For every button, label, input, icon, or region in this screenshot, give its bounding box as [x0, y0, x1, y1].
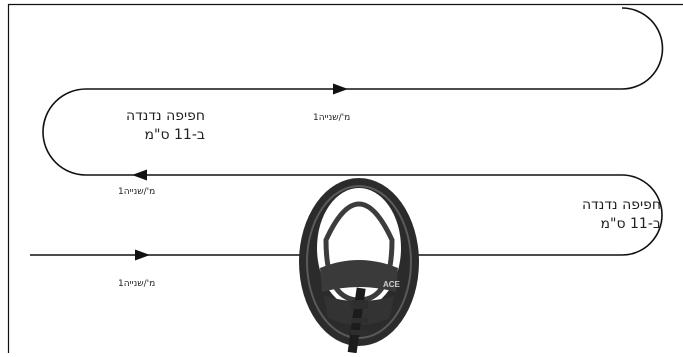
metal-detector-image: ACE	[299, 178, 419, 354]
upper-overlap-label: חפיפה נדנדה ב-11 ס"מ	[126, 107, 205, 145]
shaft-ring-1	[351, 318, 368, 323]
upper-overlap-line2: ב-11 ס"מ	[144, 127, 205, 143]
arrow-right-top	[333, 83, 348, 95]
arrow-left-middle	[132, 169, 147, 181]
lower-overlap-line1: חפיפה נדנדה	[581, 197, 661, 213]
speed-label-middle: 1מ'/שנייה	[118, 187, 156, 197]
lower-overlap-label: חפיפה נדנדה ב-11 ס"מ	[582, 196, 661, 234]
speed-label-top: 1מ'/שנייה	[313, 113, 351, 123]
arrow-right-bottom	[135, 249, 150, 261]
sweep-path	[30, 7, 664, 256]
coil-crossbar	[320, 260, 398, 292]
coil-rim	[306, 185, 412, 339]
upper-overlap-line1: חפיפה נדנדה	[125, 108, 205, 124]
speed-label-bottom: 1מ'/שנייה	[118, 279, 156, 289]
lower-overlap-line2: ב-11 ס"מ	[600, 216, 661, 232]
detector-brand-text: ACE	[383, 280, 401, 289]
shaft-clamp	[351, 300, 368, 309]
shaft-ring-2	[351, 330, 368, 335]
